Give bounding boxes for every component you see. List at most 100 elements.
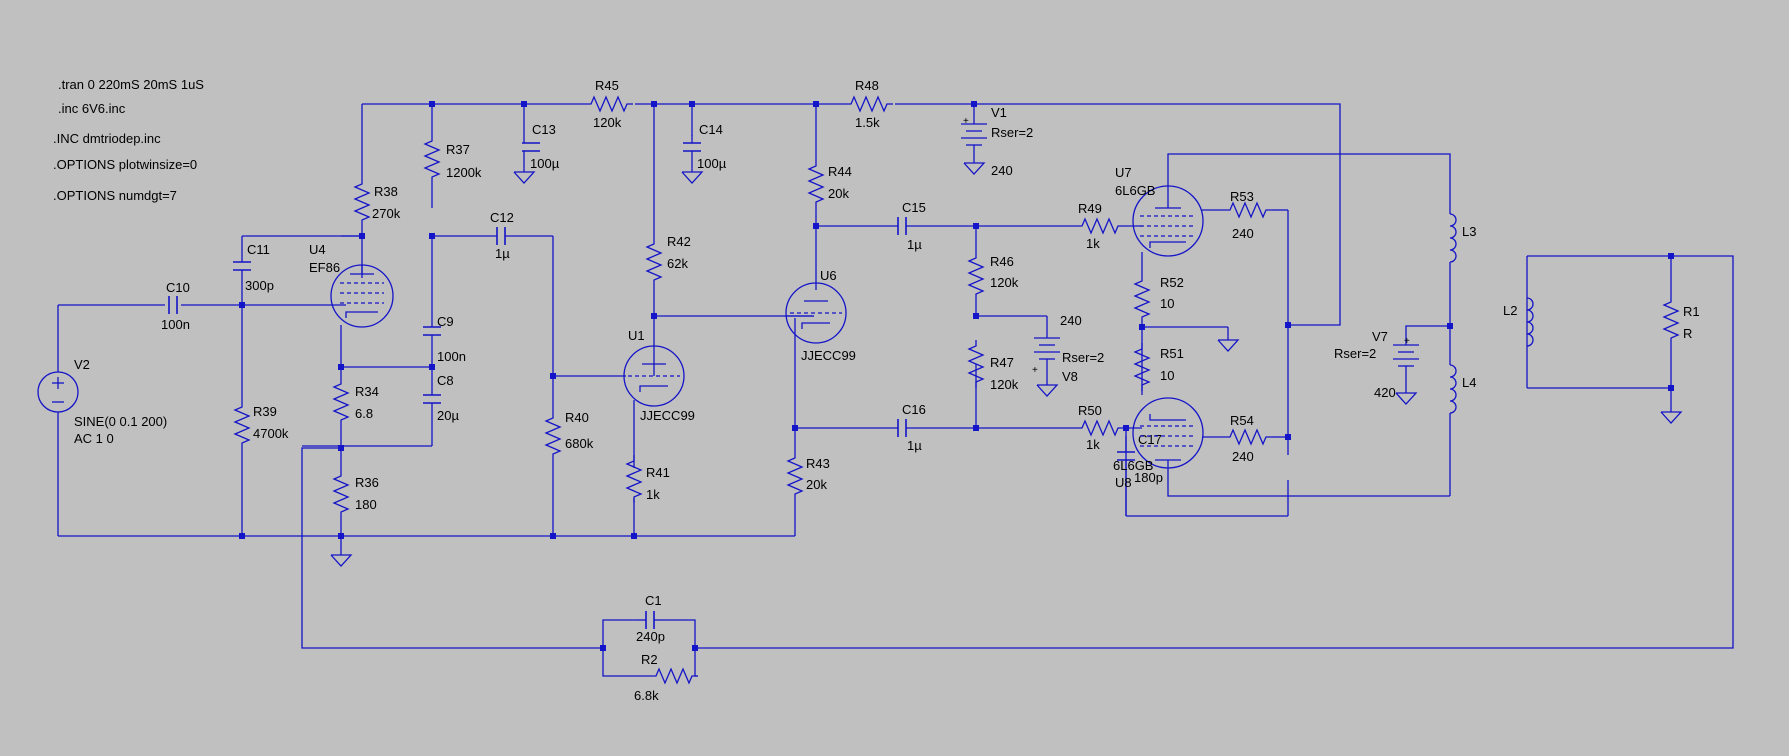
capacitor-c17[interactable]: C17 180p: [1117, 432, 1163, 516]
wires: [57, 103, 1734, 677]
svg-text:100µ: 100µ: [697, 156, 727, 171]
ground-icon: [681, 171, 704, 184]
svg-text:1.5k: 1.5k: [855, 115, 880, 130]
svg-text:C8: C8: [437, 373, 454, 388]
resistor-r42[interactable]: R42 62k: [646, 234, 691, 287]
capacitor-c10[interactable]: C10 100n: [161, 280, 190, 332]
svg-text:240: 240: [1232, 226, 1254, 241]
resistor-r50[interactable]: R50 1k: [1075, 403, 1125, 452]
svg-text:6L6GB: 6L6GB: [1115, 183, 1155, 198]
battery-v1[interactable]: + V1 Rser=2 240: [961, 105, 1033, 178]
inductor-l4[interactable]: L4: [1449, 364, 1476, 415]
capacitor-c15[interactable]: C15 1µ: [897, 200, 926, 252]
svg-text:V2: V2: [74, 357, 90, 372]
svg-text:R48: R48: [855, 78, 879, 93]
svg-text:1µ: 1µ: [907, 237, 922, 252]
ground-icon: [513, 171, 536, 184]
svg-text:240: 240: [1232, 449, 1254, 464]
resistor-r48[interactable]: R48 1.5k: [844, 78, 894, 130]
capacitor-c8[interactable]: C8 20µ: [423, 373, 459, 423]
capacitor-c11[interactable]: C11 300p: [233, 242, 274, 293]
resistor-r41[interactable]: R41 1k: [626, 454, 670, 504]
svg-text:240p: 240p: [636, 629, 665, 644]
resistor-r34[interactable]: R34 6.8: [333, 377, 379, 427]
svg-text:R43: R43: [806, 456, 830, 471]
svg-text:R42: R42: [667, 234, 691, 249]
capacitor-c14[interactable]: C14 100µ: [683, 122, 727, 171]
svg-text:20µ: 20µ: [437, 408, 459, 423]
tube-u1[interactable]: U1 JJECC99: [623, 328, 695, 423]
svg-text:1µ: 1µ: [907, 438, 922, 453]
battery-v8[interactable]: + 240 Rser=2 V8: [1032, 313, 1104, 384]
svg-text:1µ: 1µ: [495, 246, 510, 261]
capacitor-c9[interactable]: C9 100n: [423, 314, 466, 364]
resistor-r44[interactable]: R44 20k: [808, 159, 852, 209]
ground-icon: [1660, 411, 1683, 424]
svg-text:C13: C13: [532, 122, 556, 137]
svg-text:120k: 120k: [990, 275, 1019, 290]
svg-text:6.8k: 6.8k: [634, 688, 659, 703]
svg-text:R38: R38: [374, 184, 398, 199]
capacitor-c1[interactable]: C1 240p: [636, 593, 665, 644]
tube-u7[interactable]: U7 6L6GB: [1115, 165, 1204, 257]
svg-text:R53: R53: [1230, 189, 1254, 204]
resistor-r52[interactable]: R52 10: [1134, 274, 1184, 324]
resistor-r43[interactable]: R43 20k: [787, 451, 830, 501]
resistor-r49[interactable]: R49 1k: [1075, 201, 1125, 251]
battery-v7[interactable]: + V7 Rser=2 420: [1334, 329, 1419, 400]
ground-icon: [330, 554, 353, 567]
svg-text:R46: R46: [990, 254, 1014, 269]
svg-text:4700k: 4700k: [253, 426, 289, 441]
tube-u8[interactable]: 6L6GB U8: [1113, 397, 1204, 490]
svg-text:U8: U8: [1115, 475, 1132, 490]
svg-text:V7: V7: [1372, 329, 1388, 344]
inductor-l2[interactable]: L2: [1503, 297, 1534, 347]
svg-text:120k: 120k: [990, 377, 1019, 392]
resistor-r37[interactable]: R37 1200k: [424, 134, 482, 184]
svg-text:R: R: [1683, 326, 1692, 341]
svg-text:20k: 20k: [806, 477, 827, 492]
resistor-r2[interactable]: R2 6.8k: [634, 652, 699, 703]
svg-text:C1: C1: [645, 593, 662, 608]
resistor-r39[interactable]: R39 4700k: [234, 400, 289, 450]
svg-text:L3: L3: [1462, 224, 1476, 239]
svg-text:AC 1 0: AC 1 0: [74, 431, 114, 446]
svg-text:C14: C14: [699, 122, 723, 137]
directive-options-plotwinsize: .OPTIONS plotwinsize=0: [53, 157, 197, 172]
resistor-r47[interactable]: R47 120k: [968, 339, 1019, 392]
svg-text:R44: R44: [828, 164, 852, 179]
svg-text:R47: R47: [990, 355, 1014, 370]
svg-text:20k: 20k: [828, 186, 849, 201]
inductor-l3[interactable]: L3: [1449, 213, 1476, 263]
tube-u4[interactable]: U4 EF86: [309, 242, 394, 328]
resistor-r36[interactable]: R36 180: [333, 469, 379, 519]
capacitor-c16[interactable]: C16 1µ: [897, 402, 926, 453]
svg-text:R45: R45: [595, 78, 619, 93]
svg-text:1k: 1k: [1086, 437, 1100, 452]
directive-tran: .tran 0 220mS 20mS 1uS: [58, 77, 204, 92]
svg-text:U6: U6: [820, 268, 837, 283]
svg-text:EF86: EF86: [309, 260, 340, 275]
tube-u6[interactable]: U6 JJECC99: [785, 268, 856, 363]
resistor-r1[interactable]: R1 R: [1663, 295, 1700, 345]
svg-text:C16: C16: [902, 402, 926, 417]
resistor-r53[interactable]: R53 240: [1223, 189, 1273, 241]
resistor-r40[interactable]: R40 680k: [545, 410, 594, 461]
resistor-r51[interactable]: R51 10: [1134, 342, 1184, 392]
svg-text:300p: 300p: [245, 278, 274, 293]
resistor-r45[interactable]: R45 120k: [584, 78, 634, 130]
resistor-r54[interactable]: R54 240: [1223, 413, 1273, 464]
svg-text:240: 240: [991, 163, 1013, 178]
resistor-r46[interactable]: R46 120k: [968, 251, 1019, 301]
capacitor-c12[interactable]: C12 1µ: [490, 210, 514, 261]
sine-source-v2[interactable]: V2 SINE(0 0.1 200) AC 1 0: [37, 357, 167, 446]
svg-text:L2: L2: [1503, 303, 1517, 318]
plus-sign: +: [1404, 336, 1410, 347]
svg-text:R34: R34: [355, 384, 379, 399]
resistor-r38[interactable]: R38 270k: [354, 177, 401, 227]
capacitor-c13[interactable]: C13 100µ: [522, 122, 560, 171]
svg-text:R52: R52: [1160, 275, 1184, 290]
svg-text:C12: C12: [490, 210, 514, 225]
svg-text:R51: R51: [1160, 346, 1184, 361]
svg-text:100µ: 100µ: [530, 156, 560, 171]
